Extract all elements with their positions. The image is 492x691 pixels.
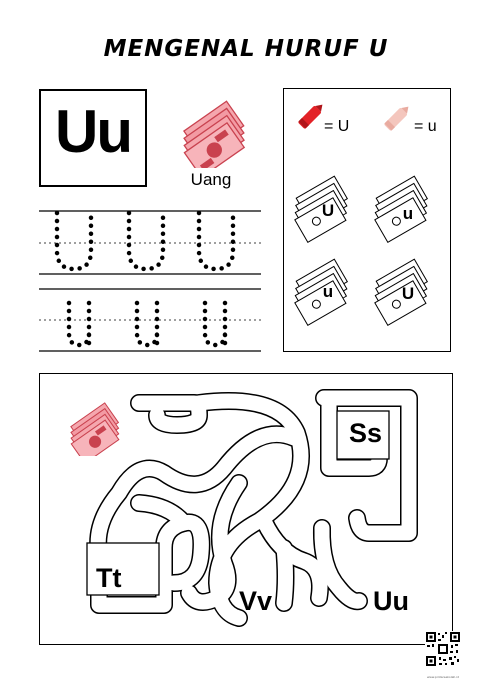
maze-box bbox=[39, 373, 453, 645]
money-card-letter-4: U bbox=[402, 284, 414, 303]
qr-code-icon bbox=[425, 631, 461, 667]
maze-box-ss bbox=[336, 410, 390, 460]
money-card-2 bbox=[374, 175, 429, 244]
maze-letter-vv: Vv bbox=[239, 586, 273, 616]
maze-letter-ss: Ss bbox=[349, 418, 383, 448]
letter-box-text: Uu bbox=[55, 98, 133, 165]
maze-letter-tt: Tt bbox=[96, 563, 122, 593]
maze-box-tt bbox=[86, 542, 160, 596]
coloring-box bbox=[283, 88, 451, 352]
legend-lowercase-text: = u bbox=[414, 118, 437, 135]
money-stack-icon bbox=[183, 100, 246, 168]
maze-paths bbox=[86, 389, 418, 627]
pink-crayon-icon bbox=[384, 106, 409, 131]
trace-uppercase-u-3 bbox=[196, 210, 236, 272]
money-card-letter-1: U bbox=[322, 201, 334, 220]
website-text: www.pintarsekolah.id bbox=[426, 675, 460, 679]
trace-lowercase-u-2 bbox=[134, 300, 160, 349]
money-cards-grid: U u u U bbox=[294, 175, 429, 327]
money-card-1 bbox=[294, 175, 349, 244]
trace-lowercase-u-1 bbox=[66, 300, 92, 349]
picture-label: Uang bbox=[190, 170, 232, 189]
letter-box: Uu bbox=[39, 89, 147, 187]
money-card-letter-2: u bbox=[403, 204, 413, 223]
trace-lowercase-u-3 bbox=[202, 300, 228, 349]
page-title: MENGENAL HURUF U bbox=[103, 36, 389, 62]
money-stack-icon bbox=[70, 402, 120, 456]
trace-uppercase-u-1 bbox=[54, 210, 94, 272]
money-card-3 bbox=[294, 258, 349, 327]
maze-letter-uu: Uu bbox=[373, 586, 409, 616]
tracing-area bbox=[39, 210, 261, 352]
money-card-4 bbox=[374, 258, 429, 327]
money-card-letter-3: u bbox=[323, 282, 333, 301]
trace-uppercase-u-2 bbox=[126, 210, 166, 272]
legend-uppercase-text: = U bbox=[324, 118, 350, 135]
red-crayon-icon bbox=[298, 104, 323, 129]
